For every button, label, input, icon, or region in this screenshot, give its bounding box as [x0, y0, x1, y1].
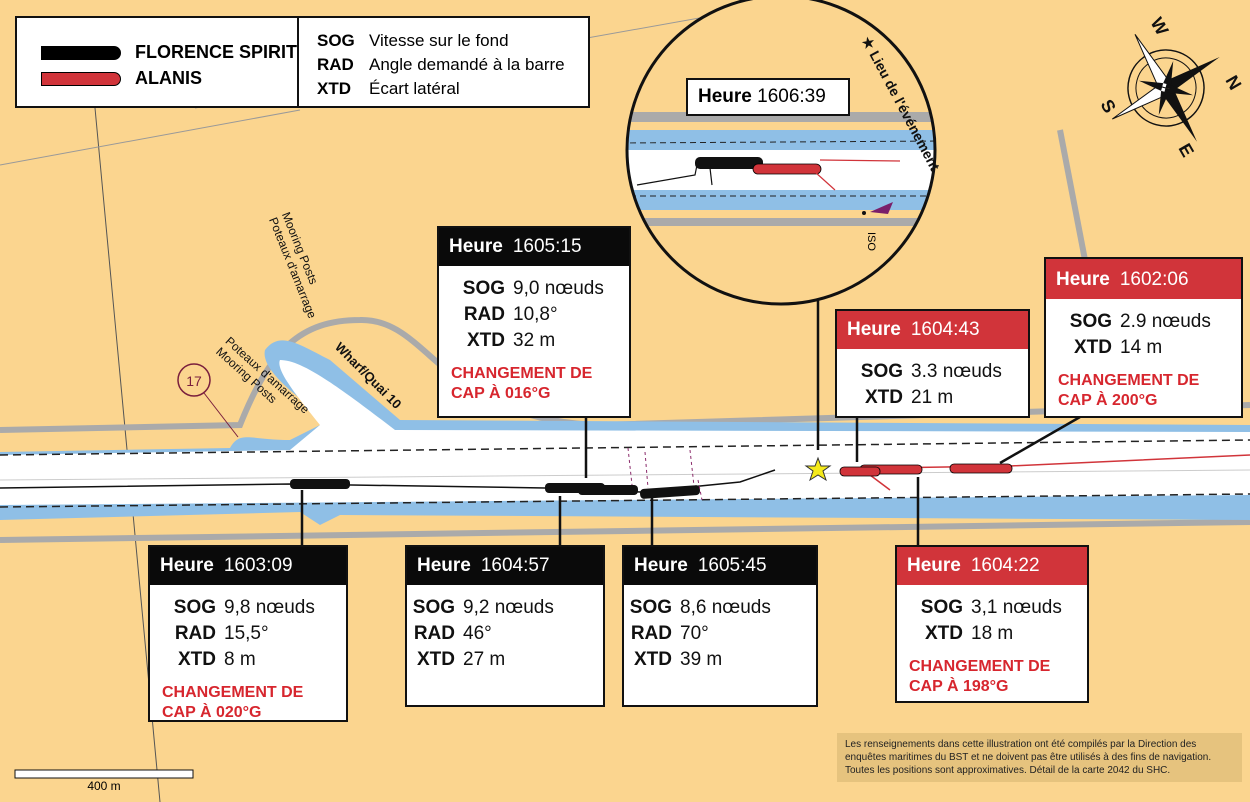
alanis-turn-arrow [869, 474, 891, 491]
compass-w: W [1147, 14, 1173, 39]
legend-def: Écart latéral [369, 79, 460, 98]
scale-label: 400 m [87, 779, 120, 793]
alanis-legend-icon [41, 72, 121, 86]
legend-def: Angle demandé à la barre [369, 55, 565, 74]
legend-alanis: ALANIS [135, 68, 202, 88]
scale-bar [14, 769, 194, 779]
compass-s: S [1097, 96, 1120, 116]
compass-rose [1112, 34, 1220, 142]
marker-leader [203, 392, 239, 438]
event-location-star [804, 456, 832, 482]
wake-marks [627, 447, 703, 501]
inset-circle [625, 0, 937, 306]
inset-time-box: Heure 1606:39 [686, 78, 850, 116]
compass-e: E [1175, 140, 1198, 160]
legend-abbr: XTD [317, 79, 351, 98]
alanis-position-1604b [839, 466, 881, 477]
legend-def: Vitesse sur le fond [369, 31, 509, 50]
inset-time-label: Heure [698, 86, 752, 107]
road [1057, 129, 1088, 261]
disclaimer: Les renseignements dans cette illustrati… [837, 733, 1242, 782]
marker-17-label: 17 [186, 373, 202, 389]
florence-spirit-position-1603 [290, 479, 350, 489]
callout-leaders [300, 300, 1081, 545]
inset-time-value: 1606:39 [757, 86, 826, 107]
chart-line [0, 109, 301, 166]
legend-abbr: RAD [317, 55, 354, 74]
legend-abbr: SOG [317, 31, 355, 50]
legend: FLORENCE SPIRIT ALANIS SOG Vitesse sur l… [15, 16, 590, 108]
alanis-position-1602 [949, 463, 1013, 474]
compass-n: N [1222, 72, 1246, 93]
florence-spirit-legend-icon [41, 46, 121, 60]
channel-centerline [0, 469, 1250, 481]
marker-17-circle [177, 363, 211, 397]
legend-florence-spirit: FLORENCE SPIRIT [135, 42, 298, 62]
florence-spirit-position-1605b [639, 485, 701, 499]
channel-limit [0, 439, 1250, 456]
channel-limit [0, 493, 1250, 508]
road [0, 519, 1250, 543]
inset-buoy-label: ISO [865, 232, 877, 251]
inset-map: ISO [627, 0, 935, 304]
florence-spirit-position-1605a [578, 485, 638, 495]
channel [0, 360, 1250, 505]
